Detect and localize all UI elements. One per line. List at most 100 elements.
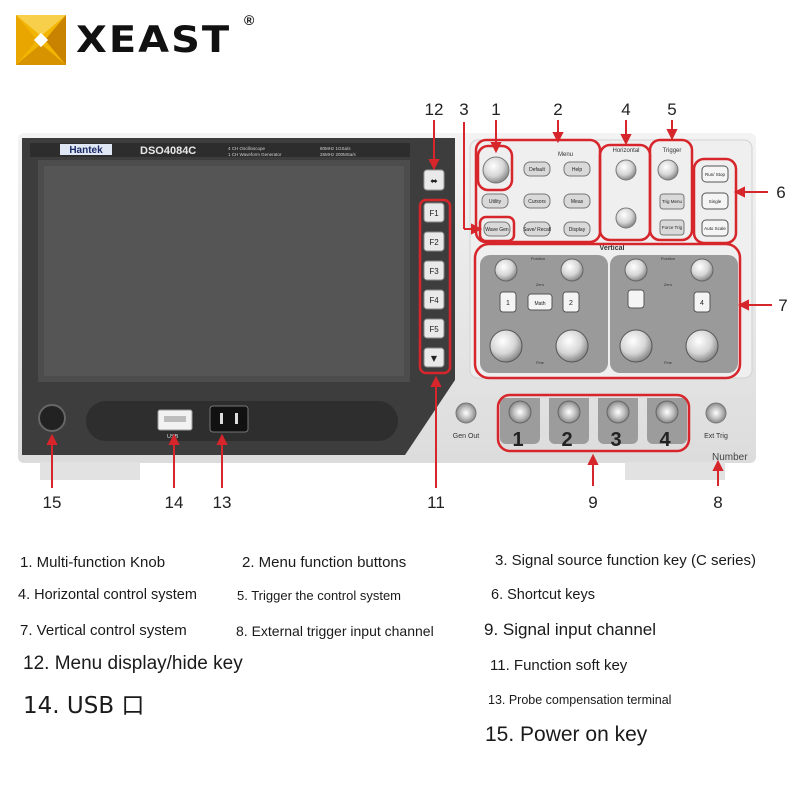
svg-text:F1: F1 [429, 209, 439, 218]
utility-button[interactable] [481, 193, 509, 209]
model-name: DSO4084C [140, 145, 196, 157]
power-button[interactable] [38, 404, 66, 432]
soft-key-more[interactable] [423, 347, 445, 368]
svg-text:Run/ Stop: Run/ Stop [705, 172, 726, 177]
registered-mark: ® [244, 12, 255, 28]
svg-text:2: 2 [561, 429, 572, 451]
svg-text:F2: F2 [429, 238, 439, 247]
caption-8: 8. External trigger input channel [236, 623, 434, 639]
horizontal-position-knob[interactable] [615, 159, 637, 181]
svg-text:Fine: Fine [536, 360, 545, 365]
ch2-input[interactable] [557, 400, 581, 424]
ext-trig-connector[interactable] [705, 402, 727, 424]
vertical-label: Vertical [600, 245, 625, 252]
single-button[interactable] [701, 192, 729, 210]
ch3-input[interactable] [606, 400, 630, 424]
ch4-scale-knob[interactable] [685, 329, 719, 363]
multi-function-knob[interactable] [482, 156, 510, 184]
caption-4: 4. Horizontal control system [18, 587, 197, 603]
gen-out-label: Gen Out [453, 433, 480, 440]
ch1-position-knob[interactable] [494, 258, 518, 282]
soft-key-f4[interactable] [423, 289, 445, 310]
soft-key-f2[interactable] [423, 231, 445, 252]
brand-badge-text: Hantek [69, 145, 103, 156]
horizontal-label: Horizontal [612, 148, 639, 154]
cursors-button[interactable] [523, 193, 551, 209]
wave-gen-button[interactable] [483, 221, 511, 237]
ch2-position-knob[interactable] [560, 258, 584, 282]
soft-keys: F1 F2 F3 F4 F5 ▼ [423, 202, 445, 368]
svg-text:Force Trig: Force Trig [662, 225, 683, 230]
menu-buttons: Default Help Utility Cursors Meas Wave G… [481, 161, 591, 237]
ch4-position-knob[interactable] [690, 258, 714, 282]
callout-5: 5 [667, 100, 676, 119]
menu-section-label: Menu [558, 152, 573, 158]
svg-text:F3: F3 [429, 267, 439, 276]
ch4-button[interactable] [693, 291, 711, 313]
svg-text:▼: ▼ [431, 354, 438, 363]
ch2-button[interactable] [562, 291, 580, 313]
probe-comp-terminal[interactable] [209, 405, 249, 433]
svg-text:Math: Math [534, 301, 545, 307]
svg-text:Help: Help [572, 167, 583, 173]
model-desc-2: 1 CH Waveform Generator [228, 152, 282, 157]
svg-text:3: 3 [610, 429, 621, 451]
ch1-input[interactable] [508, 400, 532, 424]
svg-text:F5: F5 [429, 325, 439, 334]
trigger-label: Trigger [663, 148, 682, 154]
svg-text:Single: Single [709, 199, 722, 204]
svg-text:1: 1 [512, 429, 523, 451]
soft-key-f3[interactable] [423, 260, 445, 281]
callout-8: 8 [713, 493, 722, 512]
callout-11: 11 [427, 493, 445, 512]
svg-text:Zero: Zero [536, 282, 545, 287]
callout-7: 7 [778, 296, 787, 315]
svg-text:F4: F4 [429, 296, 439, 305]
svg-text:Fine: Fine [664, 360, 673, 365]
svg-text:Position: Position [661, 256, 675, 261]
callout-6: 6 [776, 183, 785, 202]
default-button[interactable] [523, 161, 551, 177]
gen-out-connector[interactable] [455, 402, 477, 424]
soft-key-f1[interactable] [423, 202, 445, 223]
caption-5: 5. Trigger the control system [237, 588, 402, 603]
save-recall-button[interactable] [523, 221, 551, 237]
soft-key-f5[interactable] [423, 318, 445, 339]
caption-3: 3. Signal source function key (C series) [495, 552, 756, 569]
run-stop-button[interactable] [701, 165, 729, 183]
ch3-scale-knob[interactable] [619, 329, 653, 363]
auto-scale-button[interactable] [701, 219, 729, 237]
svg-text:1: 1 [506, 300, 510, 307]
brand-logo: XEAST ® [16, 12, 254, 66]
meas-button[interactable] [563, 193, 591, 209]
svg-text:Trig Menu: Trig Menu [662, 199, 683, 204]
svg-text:Default: Default [529, 167, 545, 173]
callout-1: 1 [491, 100, 500, 119]
caption-12: 12. Menu display/hide key [23, 653, 243, 674]
callout-13: 13 [213, 493, 232, 512]
svg-text:Save/ Recall: Save/ Recall [523, 227, 551, 233]
ch1-button[interactable] [499, 291, 517, 313]
ch1-scale-knob[interactable] [489, 329, 523, 363]
ch4-input[interactable] [655, 400, 679, 424]
display-button[interactable] [563, 221, 591, 237]
input-channels: 1 2 3 4 [500, 398, 687, 451]
force-trig-button[interactable] [659, 219, 685, 236]
trig-menu-button[interactable] [659, 193, 685, 210]
svg-text:Wave Gen: Wave Gen [485, 227, 509, 233]
caption-9: 9. Signal input channel [484, 620, 657, 639]
xeast-logo-icon [16, 15, 66, 65]
trigger-level-knob[interactable] [657, 159, 679, 181]
ch3-button[interactable] [627, 289, 645, 309]
math-button[interactable] [527, 293, 553, 311]
ch2-scale-knob[interactable] [555, 329, 589, 363]
horizontal-scale-knob[interactable] [615, 207, 637, 229]
svg-text:4: 4 [659, 429, 671, 451]
brand-wordmark: XEAST [76, 18, 232, 62]
callout-4: 4 [621, 100, 630, 119]
brand-badge [60, 144, 112, 155]
ch3-position-knob[interactable] [624, 258, 648, 282]
caption-2: 2. Menu function buttons [242, 554, 407, 571]
help-button[interactable] [563, 161, 591, 177]
